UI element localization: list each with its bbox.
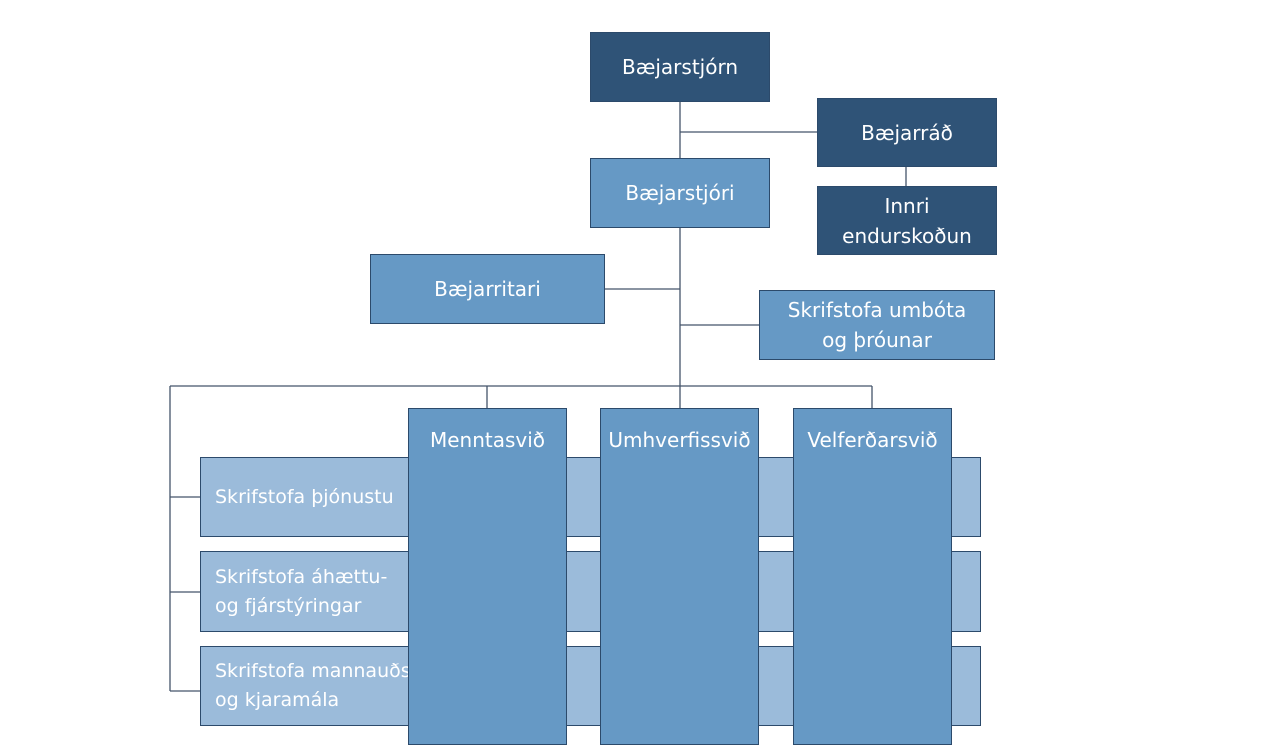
improvement-office-label-line2: og þróunar	[822, 328, 932, 352]
internal-audit-label-line1: Innri	[884, 193, 930, 218]
improvement-office-label-line1: Skrifstofa umbóta	[787, 298, 967, 322]
mayor-label: Bæjarstjóri	[625, 181, 735, 205]
node-improvement-office: Skrifstofa umbóta og þróunar	[759, 290, 995, 360]
education-division-label: Menntasvið	[429, 428, 546, 452]
node-council: Bæjarstjórn	[590, 32, 770, 102]
hr-office-label-line2: og kjaramála	[215, 689, 340, 711]
executive-board-label: Bæjarráð	[861, 120, 953, 145]
node-executive-board: Bæjarráð	[817, 98, 997, 167]
risk-finance-office-label-line2: og fjárstýringar	[215, 594, 362, 617]
node-education-division: Menntasvið	[408, 408, 567, 745]
internal-audit-label-line2: endurskoðun	[842, 223, 972, 248]
risk-finance-office-label-line1: Skrifstofa áhættu-	[215, 565, 388, 588]
welfare-division-label: Velferðarsvið	[807, 428, 938, 452]
node-welfare-division: Velferðarsvið	[793, 408, 952, 745]
node-internal-audit: Innri endurskoðun	[817, 186, 997, 255]
town-secretary-label: Bæjarritari	[434, 277, 541, 301]
node-environment-division: Umhverfissvið	[600, 408, 759, 745]
council-label: Bæjarstjórn	[622, 55, 738, 79]
environment-division-label: Umhverfissvið	[608, 428, 751, 452]
node-town-secretary: Bæjarritari	[370, 254, 605, 324]
service-office-label: Skrifstofa þjónustu	[215, 485, 394, 508]
node-mayor: Bæjarstjóri	[590, 158, 770, 228]
hr-office-label-line1: Skrifstofa mannauðs-	[215, 660, 418, 682]
